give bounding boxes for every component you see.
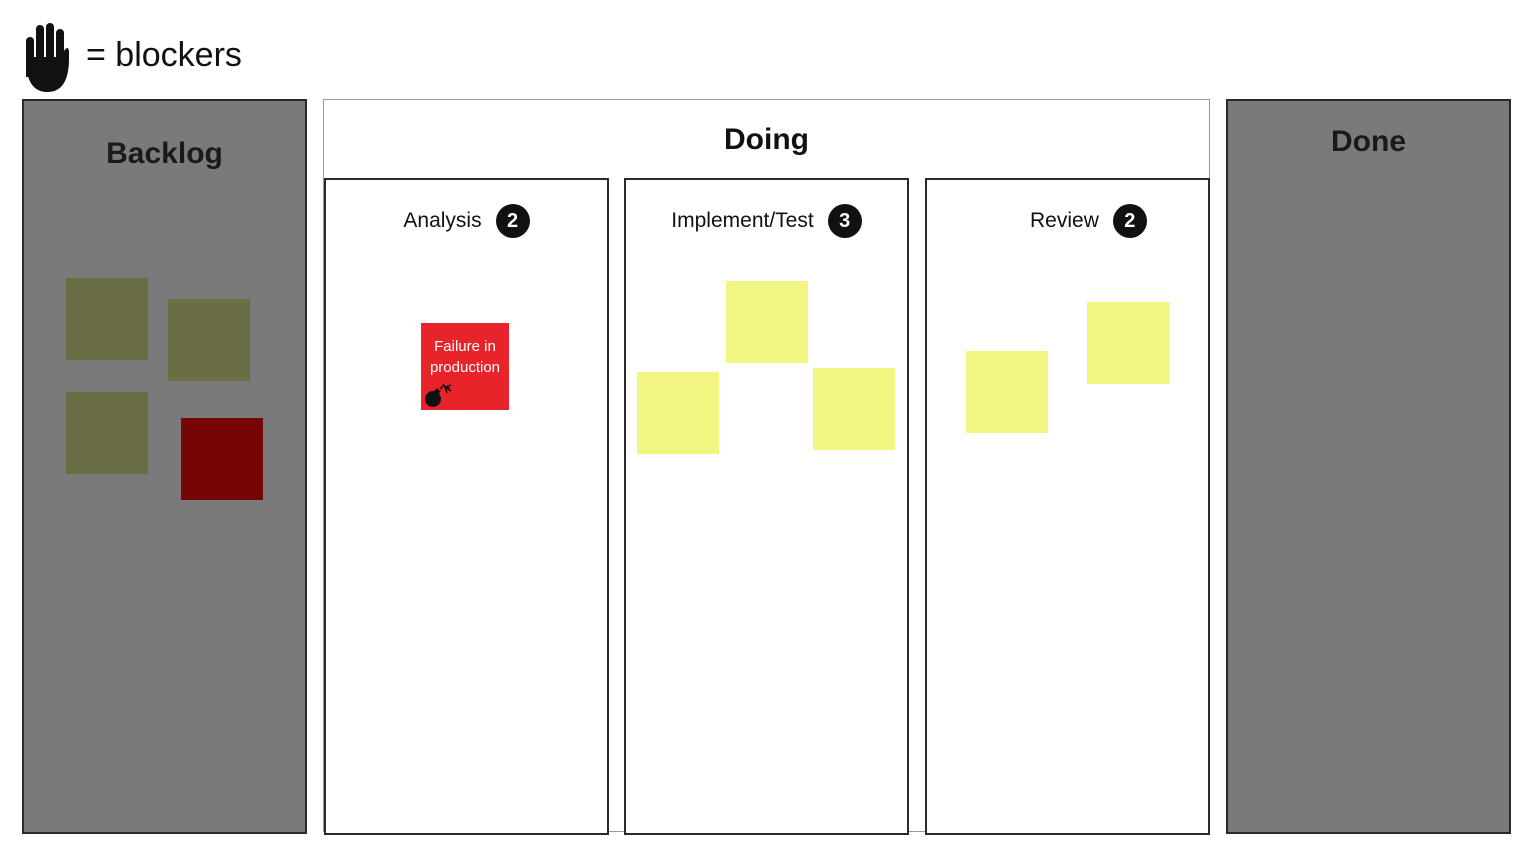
implement-card-2[interactable] — [637, 372, 719, 454]
implement-test-column: Implement/Test 3 — [624, 178, 909, 835]
done-title: Done — [1331, 125, 1406, 158]
implement-test-title: Implement/Test — [671, 209, 814, 232]
backlog-column: Backlog — [22, 99, 307, 834]
backlog-card-2[interactable] — [168, 299, 250, 381]
backlog-card-3[interactable] — [66, 392, 148, 474]
analysis-column: Analysis 2 — [324, 178, 609, 835]
implement-test-header: Implement/Test 3 — [626, 204, 907, 238]
review-card-2[interactable] — [966, 351, 1048, 433]
review-header: Review 2 — [927, 204, 1208, 238]
legend-label: = blockers — [86, 36, 242, 74]
review-column: Review 2 — [925, 178, 1210, 835]
blocked-card[interactable]: Failure in production — [421, 323, 509, 410]
blockers-legend: = blockers — [24, 20, 242, 94]
doing-title: Doing — [724, 122, 809, 156]
review-card-1[interactable] — [1087, 302, 1169, 384]
implement-card-1[interactable] — [726, 281, 808, 363]
review-wip-badge: 2 — [1112, 204, 1147, 238]
backlog-card-1[interactable] — [66, 278, 148, 360]
backlog-card-4[interactable] — [181, 418, 263, 500]
hand-stop-icon — [26, 23, 69, 93]
analysis-wip-badge: 2 — [495, 204, 530, 238]
blocked-card-text: Failure in production — [429, 338, 501, 376]
implement-card-3[interactable] — [813, 368, 895, 450]
analysis-header: Analysis 2 — [326, 204, 607, 238]
done-column: Done — [1226, 99, 1511, 834]
bomb-icon — [425, 384, 452, 407]
review-title: Review — [1030, 209, 1099, 232]
backlog-title: Backlog — [106, 137, 223, 170]
implement-test-wip-badge: 3 — [827, 204, 862, 238]
analysis-title: Analysis — [403, 209, 482, 232]
